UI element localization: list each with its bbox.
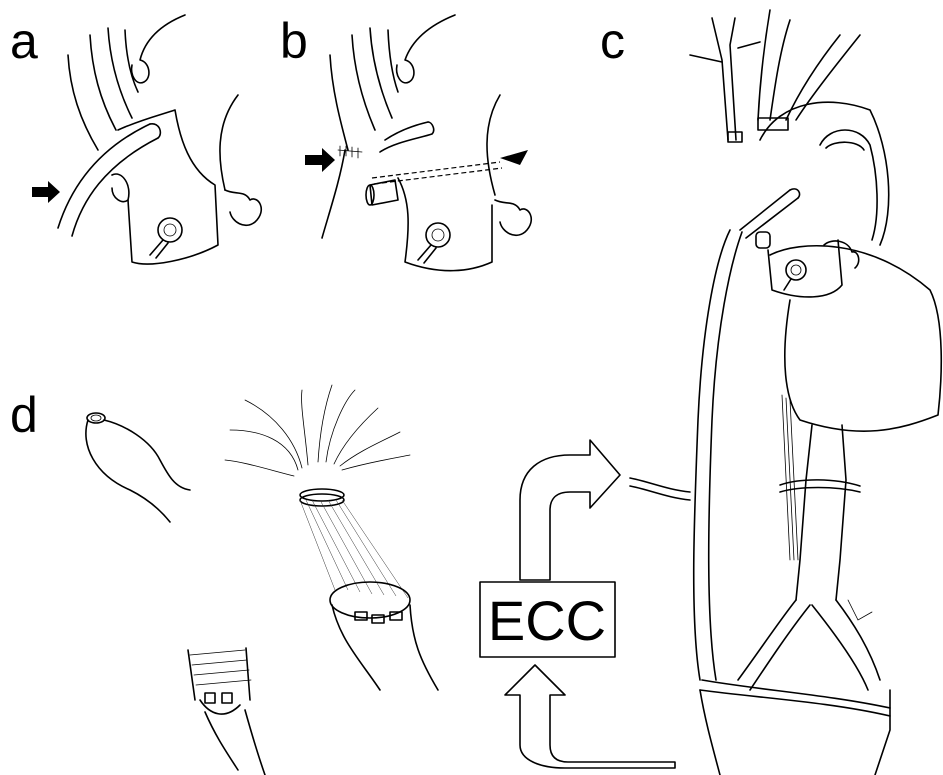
panel-label-d: d [10,387,38,443]
panel-b-drawing [305,15,531,271]
panel-a-drawing [32,15,261,264]
panel-label-a: a [10,13,38,69]
panel-d-drawing [86,385,438,775]
panel-c-drawing [630,10,941,775]
ecc-box-label: ECC [488,589,606,652]
inflow-arrow [505,665,675,768]
outflow-arrow [520,440,620,580]
panel-label-c: c [600,13,625,69]
panel-label-b: b [280,13,308,69]
